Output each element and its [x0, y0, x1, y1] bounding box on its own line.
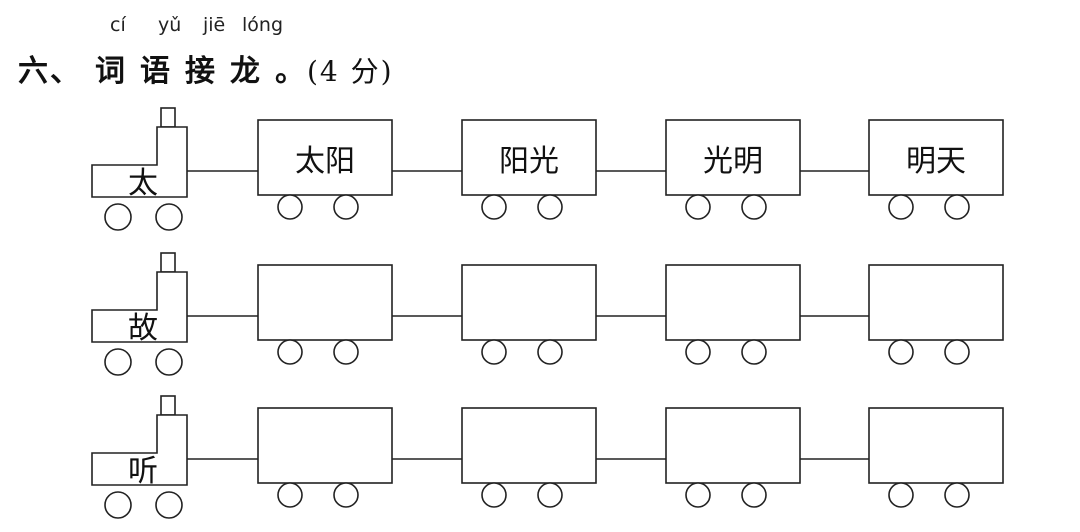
locomotive-wheel: [104, 348, 132, 376]
car-wheel: [481, 482, 507, 508]
pinyin-jie: jiē: [203, 14, 226, 36]
car-word: 光明: [703, 144, 763, 179]
answer-box[interactable]: [461, 407, 597, 484]
answer-box[interactable]: [665, 264, 801, 341]
locomotive-start-char: 故: [128, 311, 158, 346]
locomotive-wheel: [155, 348, 183, 376]
locomotive-chimney: [160, 252, 176, 273]
title-char-long: 龙: [230, 54, 262, 89]
locomotive-start-char: 听: [128, 454, 158, 489]
title-punct: 。: [275, 54, 307, 89]
car-wheel: [277, 482, 303, 508]
answer-box[interactable]: [868, 407, 1004, 484]
locomotive-wheel: [155, 491, 183, 519]
car-wheel: [481, 339, 507, 365]
car-wheel: [685, 194, 711, 220]
car-wheel: [741, 339, 767, 365]
car-wheel: [944, 194, 970, 220]
answer-box[interactable]: [257, 407, 393, 484]
car-wheel: [277, 194, 303, 220]
title-char-jie: 接: [185, 54, 217, 89]
locomotive-chimney: [160, 395, 176, 416]
answer-box[interactable]: [868, 264, 1004, 341]
car-wheel: [537, 482, 563, 508]
car-wheel: [277, 339, 303, 365]
car-wheel: [741, 482, 767, 508]
car-word: 明天: [906, 144, 966, 179]
answer-box[interactable]: [461, 264, 597, 341]
locomotive-chimney: [160, 107, 176, 128]
car-wheel: [333, 482, 359, 508]
car-wheel: [888, 339, 914, 365]
locomotive-wheel: [155, 203, 183, 231]
answer-box[interactable]: [257, 264, 393, 341]
locomotive-wheel: [104, 203, 132, 231]
car-word: 太阳: [295, 144, 355, 179]
exercise-title: 六、词语接龙。(4 分): [18, 46, 394, 90]
car-wheel: [944, 339, 970, 365]
train-car: [257, 119, 393, 196]
car-word: 阳光: [499, 144, 559, 179]
locomotive-body: [91, 126, 188, 198]
score-label: (4 分): [307, 55, 394, 88]
title-char-yu: 语: [140, 54, 172, 89]
locomotive-body: [91, 271, 188, 343]
answer-box[interactable]: [665, 407, 801, 484]
pinyin-ci: cí: [110, 14, 126, 36]
title-char-ci: 词: [95, 54, 127, 89]
car-wheel: [481, 194, 507, 220]
locomotive-wheel: [104, 491, 132, 519]
car-wheel: [685, 339, 711, 365]
car-wheel: [333, 194, 359, 220]
car-wheel: [537, 194, 563, 220]
car-wheel: [888, 482, 914, 508]
pinyin-yu: yǔ: [158, 14, 182, 36]
car-wheel: [944, 482, 970, 508]
car-wheel: [685, 482, 711, 508]
car-wheel: [537, 339, 563, 365]
locomotive-body: [91, 414, 188, 486]
question-number: 六、: [18, 54, 82, 89]
locomotive-start-char: 太: [128, 166, 158, 201]
car-wheel: [741, 194, 767, 220]
train-car: [868, 119, 1004, 196]
pinyin-long: lóng: [242, 14, 284, 36]
car-wheel: [888, 194, 914, 220]
train-car: [665, 119, 801, 196]
car-wheel: [333, 339, 359, 365]
train-car: [461, 119, 597, 196]
